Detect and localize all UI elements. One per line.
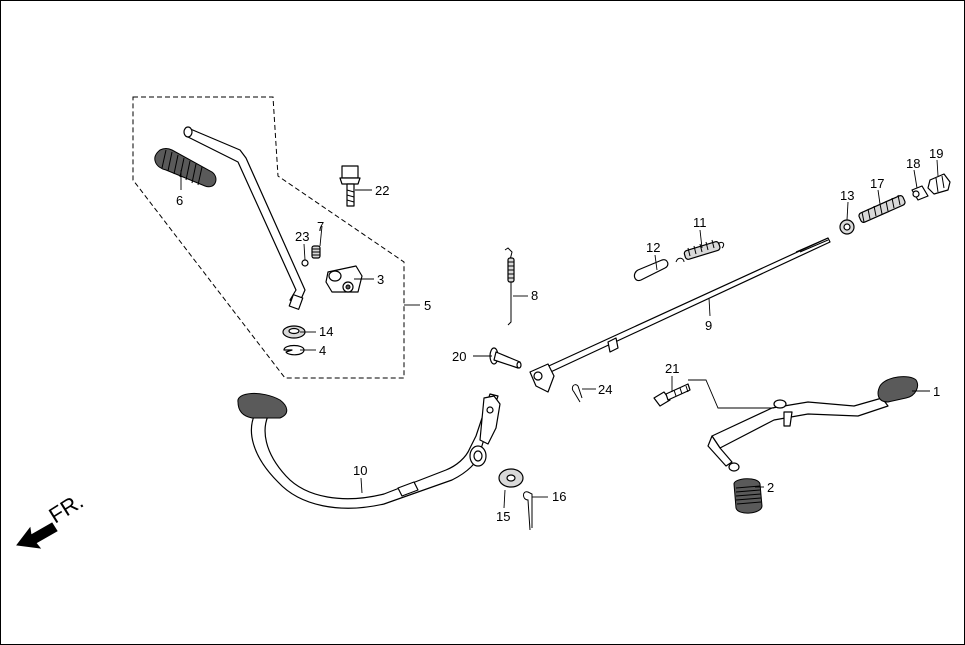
part-12-pin [633, 259, 669, 282]
callout-10: 10 [353, 463, 367, 478]
callout-2: 2 [767, 480, 774, 495]
part-16-cotter-pin [523, 491, 533, 531]
front-label: FR. [44, 488, 87, 528]
callout-7: 7 [317, 219, 324, 234]
callout-3: 3 [377, 272, 384, 287]
part-20-pivot-pin [489, 347, 522, 369]
callout-19: 19 [929, 146, 943, 161]
callout-8: 8 [531, 288, 538, 303]
callout-6: 6 [176, 193, 183, 208]
kick-starter-arm [183, 126, 306, 310]
part-7-spring [311, 245, 321, 259]
callout-15: 15 [496, 509, 510, 524]
callout-21: 21 [665, 361, 679, 376]
callout-5: 5 [424, 298, 431, 313]
part-11-spring [675, 239, 725, 263]
part-15-washer [498, 468, 524, 488]
part-1-shift-pedal [707, 376, 919, 472]
front-arrow-icon [16, 522, 58, 549]
part-18-joint [911, 185, 929, 201]
callout-18: 18 [906, 156, 920, 171]
leader-lines [180, 159, 939, 509]
part-8-spring [504, 247, 515, 326]
callout-13: 13 [840, 188, 854, 203]
front-direction-indicator: FR. [16, 488, 88, 549]
callout-11: 11 [693, 215, 707, 230]
part-3-clamp [325, 265, 363, 293]
part-22-bolt [339, 165, 361, 207]
callout-22: 22 [375, 183, 389, 198]
part-2-shift-rubber [733, 478, 763, 514]
part-21-bolt [653, 383, 691, 407]
callout-16: 16 [552, 489, 566, 504]
callout-4: 4 [319, 343, 326, 358]
callout-9: 9 [705, 318, 712, 333]
callout-24: 24 [598, 382, 612, 397]
callout-20: 20 [452, 349, 466, 364]
kick-starter-group-outline [132, 96, 405, 379]
callout-12: 12 [646, 240, 660, 255]
part-17-spring [858, 194, 906, 223]
part-9-brake-rod [529, 237, 831, 393]
callout-labels: 1 2 3 4 5 6 7 8 9 10 11 12 13 14 15 16 1… [176, 146, 943, 524]
part-6-grip [154, 148, 217, 188]
part-13-washer [839, 219, 855, 235]
part-19-nut [927, 173, 951, 195]
part-10-brake-pedal [237, 393, 501, 509]
callout-17: 17 [870, 176, 884, 191]
callout-14: 14 [319, 324, 333, 339]
callout-1: 1 [933, 384, 940, 399]
part-23-ball [301, 259, 309, 267]
part-24-cotter-pin [571, 384, 583, 403]
callout-23: 23 [295, 229, 309, 244]
